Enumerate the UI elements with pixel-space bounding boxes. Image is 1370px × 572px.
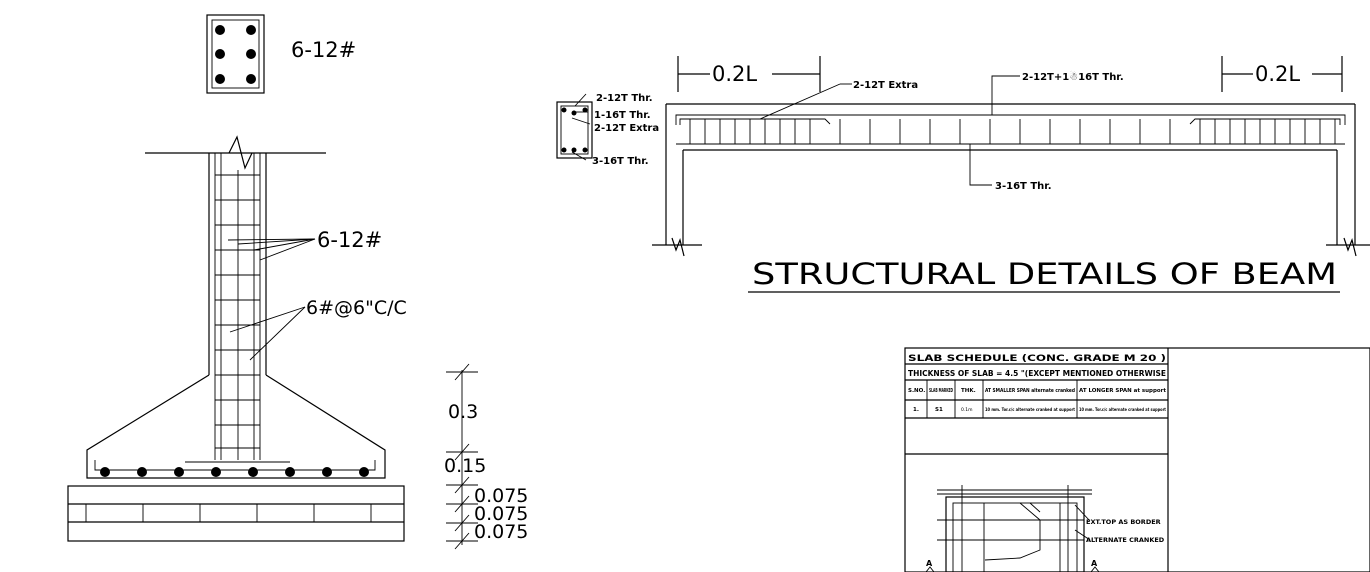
- extra-leader: [759, 83, 841, 120]
- beam-elevation: 0.2L 0.2L: [652, 56, 1370, 293]
- column-section: 6-12#: [206, 14, 356, 94]
- column-bar: [215, 49, 225, 59]
- extra-bar-left: [679, 118, 831, 125]
- top-bar: [675, 114, 1346, 125]
- main-bar-label: 6-12#: [317, 228, 382, 252]
- beam-section-label-4: 3-16T Thr.: [592, 156, 649, 167]
- beam-section: 2-12T Thr. 1-16T Thr. 2-12T Extra 3-16T …: [556, 93, 659, 167]
- slab-header-short: AT SMALLER SPAN alternate cranked: [985, 388, 1075, 394]
- slab-plan: EXT.TOP AS BORDER ALTERNATE CRANKED A A: [925, 485, 1165, 572]
- slab-row-mark: S1: [935, 407, 943, 413]
- beam-title: STRUCTURAL DETAILS OF BEAM: [752, 257, 1337, 291]
- slab-row-short: 10 mm. Tor.c/c alternate cranked at supp…: [985, 407, 1076, 413]
- slab-header-thk: THK.: [961, 388, 976, 394]
- bottom-bar-line: [94, 460, 376, 471]
- right-break-symbol: [1343, 237, 1357, 257]
- tie-leader: [229, 306, 306, 361]
- extra-bar-right: [1189, 118, 1341, 125]
- beam-section-label-3: 2-12T Extra: [594, 123, 659, 134]
- top-bar-label: 2-12T+1☃16T Thr.: [1022, 70, 1124, 83]
- dim-0-075-a: 0.075: [474, 485, 528, 507]
- slab-schedule-frame: [904, 347, 1370, 572]
- dim-0-3: 0.3: [448, 401, 478, 423]
- bottom-bar-leader: [969, 144, 992, 186]
- tie-label: 6#@6"C/C: [306, 297, 407, 319]
- footing-elevation: 6-12# 6#@6"C/C: [67, 135, 407, 542]
- column-bar: [215, 25, 225, 35]
- slab-schedule-title: SLAB SCHEDULE (CONC. GRADE M 20 ): [908, 354, 1166, 364]
- footing-outline: [86, 374, 386, 479]
- slab-schedule: SLAB SCHEDULE (CONC. GRADE M 20 ) THICKN…: [904, 347, 1370, 572]
- beam-section-stirrup: [560, 105, 589, 155]
- bottom-bar-label: 3-16T Thr.: [995, 181, 1052, 192]
- dim-0-075-c: 0.075: [474, 521, 528, 543]
- beam-section-outline: [556, 101, 593, 159]
- column-section-label: 6-12#: [291, 38, 356, 62]
- break-symbol: [228, 135, 253, 170]
- dim-0-15: 0.15: [444, 455, 486, 477]
- left-span-label: 0.2L: [712, 62, 757, 86]
- slab-row-long: 10 mm. Tor.c/c alternate cranked at supp…: [1079, 407, 1167, 413]
- column-section-tie: [211, 19, 260, 89]
- extra-label: 2-12T Extra: [853, 80, 918, 91]
- column-bar: [246, 49, 256, 59]
- dim-0-075-b: 0.075: [474, 503, 528, 525]
- column-bar: [246, 25, 256, 35]
- beam-stirrups: [689, 119, 1336, 144]
- beam-section-label-2: 1-16T Thr.: [594, 110, 651, 121]
- slab-row-thk: 0.1m: [961, 407, 973, 413]
- footing-base-layers: [67, 485, 405, 542]
- main-bar-leader: [227, 238, 316, 261]
- slab-header-mark: SLAB MARKED: [929, 388, 953, 394]
- column-section-outline: [206, 14, 265, 94]
- footing-bottom-bars: [100, 467, 369, 477]
- section-mark-a-right: A: [1091, 559, 1098, 568]
- left-break-symbol: [671, 237, 685, 257]
- column-bar: [246, 74, 256, 84]
- slab-row-sno: 1.: [913, 407, 919, 413]
- section-mark-a-left: A: [926, 559, 933, 568]
- right-span-label: 0.2L: [1255, 62, 1300, 86]
- beam-section-label-1: 2-12T Thr.: [596, 93, 653, 104]
- slab-note-border: EXT.TOP AS BORDER: [1086, 518, 1161, 526]
- column-bar: [215, 74, 225, 84]
- slab-header-sno: S.NO.: [908, 388, 925, 394]
- slab-header-long: AT LONGER SPAN at support: [1079, 388, 1166, 394]
- slab-thickness: THICKNESS OF SLAB = 4.5 "(EXCEPT MENTION…: [908, 369, 1166, 378]
- slab-note-cranked: ALTERNATE CRANKED: [1086, 536, 1165, 544]
- top-bar-leader: [991, 75, 1020, 115]
- column-ties: [215, 174, 260, 449]
- footing-dimensions: 0.3 0.15 0.075 0.075 0.075: [444, 363, 528, 550]
